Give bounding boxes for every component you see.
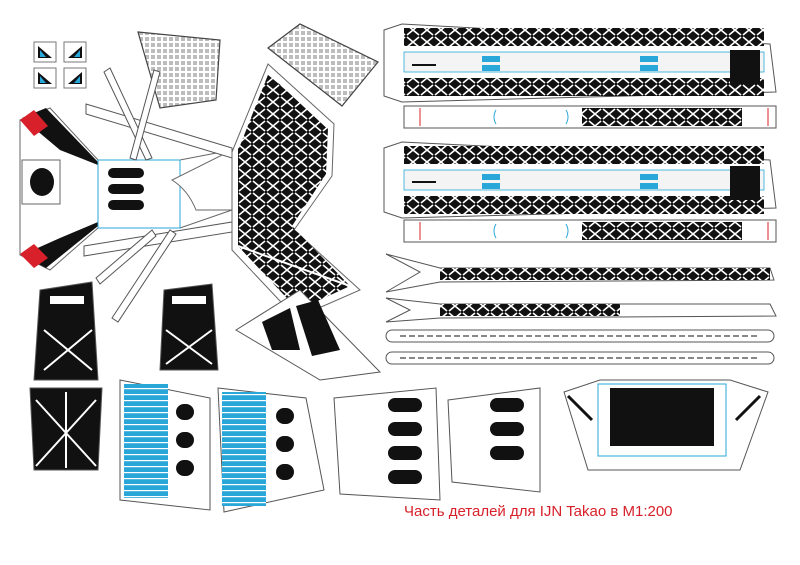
hull-strip-2 <box>383 141 777 219</box>
hull-strip-1 <box>383 23 777 103</box>
caption-text: Часть деталей для IJN Takao в М1:200 <box>404 503 673 520</box>
truss-beams <box>385 253 777 365</box>
fan-parts <box>119 289 382 513</box>
box-part <box>563 379 769 471</box>
hull-side-strip-1 <box>403 105 777 129</box>
hull-side-strip-2 <box>403 219 777 243</box>
small-tabs-group <box>33 41 87 89</box>
bottom-parts <box>333 387 541 501</box>
diagonal-struts <box>83 67 233 323</box>
bridge-platform-part <box>19 107 233 271</box>
central-truss-frame <box>231 63 361 319</box>
mesh-panels <box>137 23 379 109</box>
black-panels-row <box>29 281 219 471</box>
